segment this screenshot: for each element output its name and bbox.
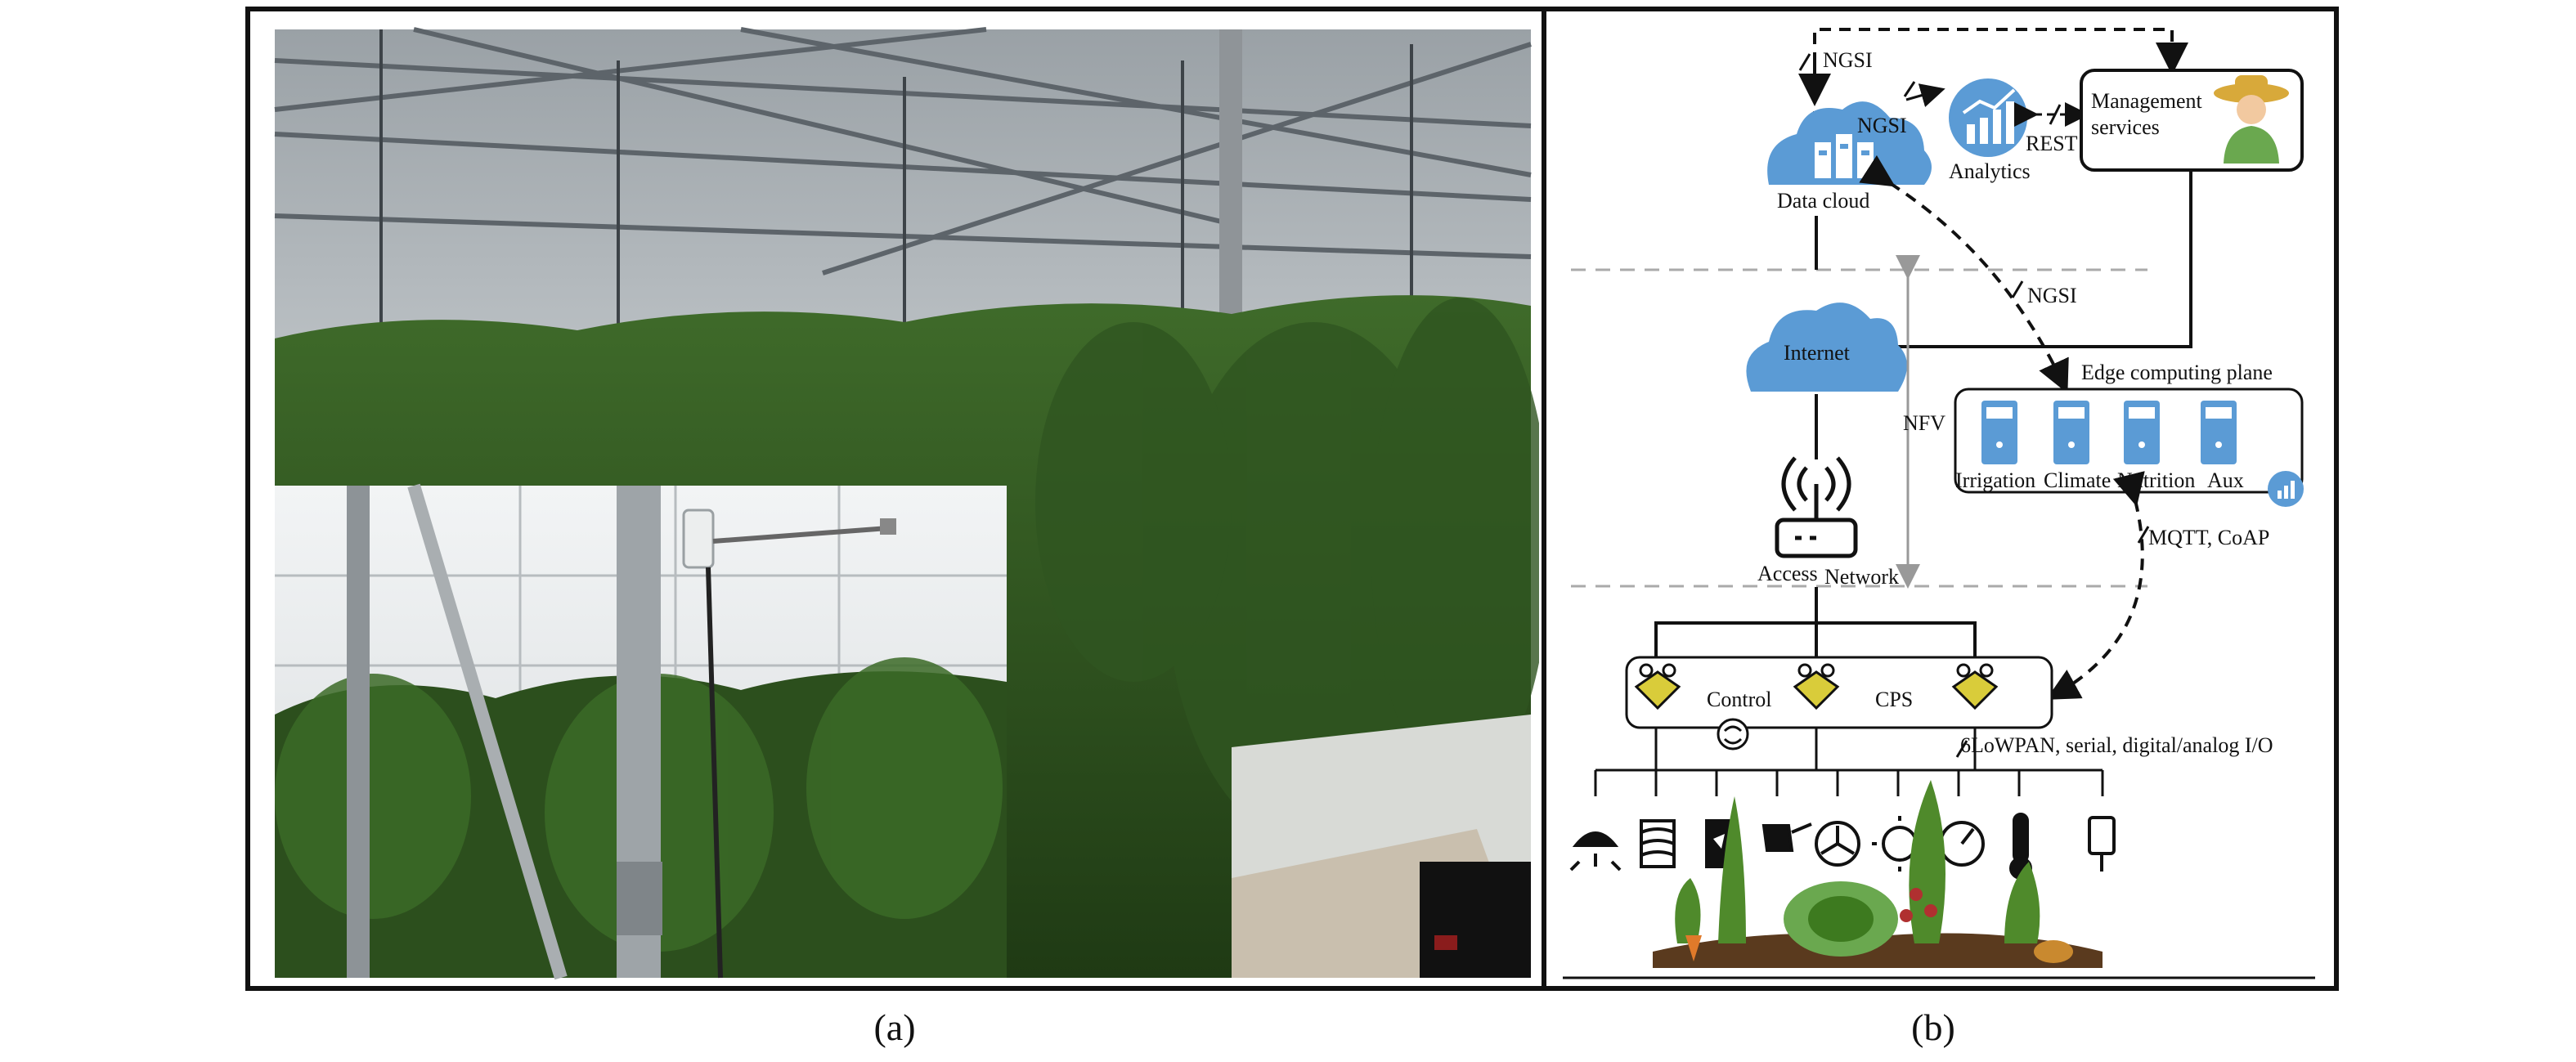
analytics-label: Analytics (1949, 159, 2031, 183)
field-bus-label: 6LoWPAN, serial, digital/analog I/O (1960, 733, 2273, 757)
edge-plane-label: Edge computing plane (2081, 361, 2273, 384)
watering-can-icon (1761, 822, 1812, 852)
ngsi-edge-label: NGSI (2027, 284, 2077, 307)
network-label: Network (1824, 565, 1899, 589)
control-label: Control (1707, 688, 1771, 711)
ngsi-analytics-label: NGSI (1857, 114, 1907, 137)
diagram-panel: NGSI Data cloud NGSI Analytics REST (1544, 7, 2339, 991)
caption-a: (a) (873, 1006, 916, 1048)
fan-icon (1815, 821, 1860, 867)
sensor-node-2-icon (1793, 663, 1840, 710)
internet-label: Internet (1784, 341, 1851, 365)
ngsi-top-label: NGSI (1823, 48, 1873, 72)
control-loop-icon (1717, 718, 1749, 751)
greenhouse-photo (274, 27, 1539, 980)
edge-analytics-icon (2268, 471, 2304, 507)
sensor-node-1-icon (1634, 663, 1681, 710)
server-label-aux: Aux (2207, 468, 2244, 492)
access-network-icon (1775, 456, 1858, 558)
server-nutrition-icon (2124, 401, 2160, 464)
management-label-2: services (2091, 115, 2160, 139)
caption-b: (b) (1911, 1006, 1955, 1048)
lamp-icon (1569, 831, 1622, 872)
access-label: Access (1757, 562, 1818, 585)
nfv-label: NFV (1903, 411, 1945, 435)
data-cloud-icon (1767, 101, 1932, 185)
server-label-climate: Climate (2044, 468, 2111, 492)
field-devices (1569, 813, 2116, 880)
server-aux-icon (2201, 401, 2237, 464)
analytics-icon (1949, 78, 2027, 157)
inset-photo (275, 483, 1007, 980)
window-icon (1640, 819, 1676, 868)
gauge-icon (1939, 821, 1985, 867)
server-irrigation-icon (1981, 401, 2017, 464)
photo-panel (245, 7, 1544, 991)
server-label-irrigation: Irrigation (1955, 468, 2035, 492)
management-label-1: Management (2091, 89, 2203, 113)
data-cloud-label: Data cloud (1777, 189, 1869, 213)
cps-box (1625, 656, 2053, 729)
crops-illustration (1653, 780, 2103, 968)
cps-label: CPS (1875, 688, 1913, 711)
rest-label: REST (2026, 132, 2078, 155)
farmer-icon (2214, 75, 2289, 164)
mqtt-arrow (2045, 471, 2145, 700)
ph-meter-icon (2088, 816, 2116, 872)
sensor-node-3-icon (1951, 663, 1999, 710)
server-climate-icon (2053, 401, 2089, 464)
mqtt-label: MQTT, CoAP (2148, 526, 2269, 549)
server-label-nutrition: Nutrition (2117, 468, 2195, 492)
architecture-diagram: NGSI Data cloud NGSI Analytics REST (1563, 28, 2315, 979)
